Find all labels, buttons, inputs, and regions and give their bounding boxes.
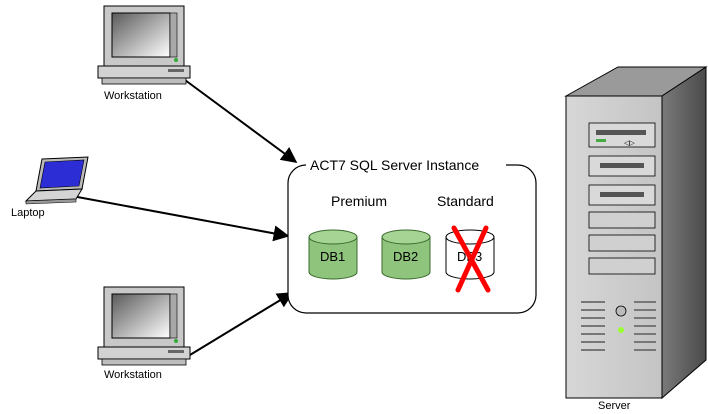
arrow-top-workstation xyxy=(184,79,298,163)
group-standard-label: Standard xyxy=(437,193,494,209)
arrow-laptop xyxy=(71,195,290,242)
db2-cylinder xyxy=(381,229,431,280)
workstation-top-icon xyxy=(97,5,191,85)
instance-title: ACT7 SQL Server Instance xyxy=(309,157,481,173)
connection-arrows xyxy=(71,79,298,359)
db1-label: DB1 xyxy=(320,249,346,264)
workstation-bottom-icon xyxy=(97,286,191,366)
group-premium-label: Premium xyxy=(331,193,388,209)
workstation-bottom-label: Workstation xyxy=(104,369,162,381)
db2-label: DB2 xyxy=(393,249,419,264)
arrow-bottom-workstation xyxy=(184,292,294,359)
server-label: Server xyxy=(598,400,631,412)
svg-text:◁▷: ◁▷ xyxy=(624,140,635,147)
server-tower-icon: ◁▷ xyxy=(564,66,708,400)
workstation-top-label: Workstation xyxy=(104,90,162,102)
db1-cylinder xyxy=(308,229,358,280)
laptop-label: Laptop xyxy=(11,207,45,219)
laptop-icon xyxy=(24,156,89,205)
